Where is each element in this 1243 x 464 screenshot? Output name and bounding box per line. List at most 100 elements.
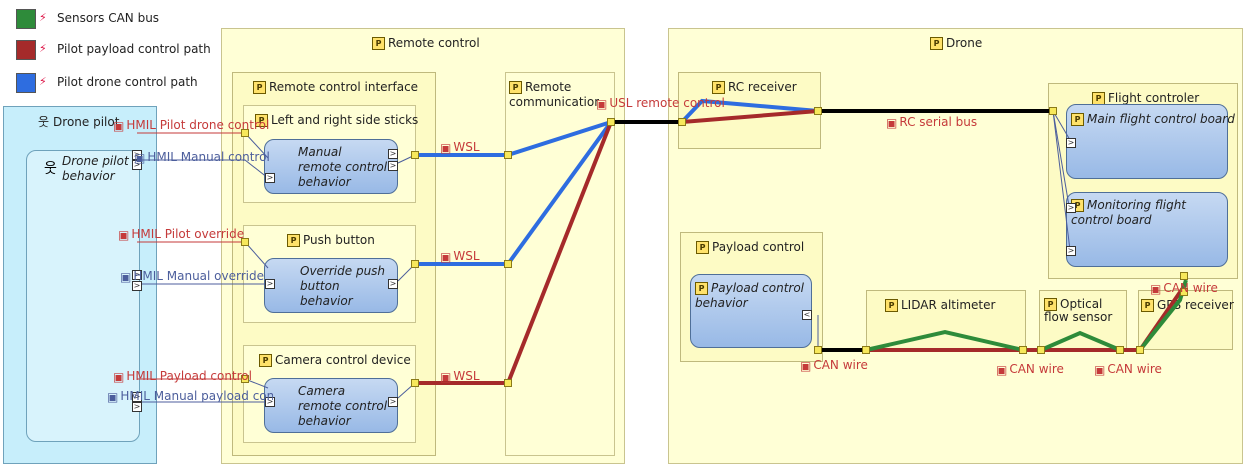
flight-monitor-link xyxy=(1052,110,1071,213)
port[interactable] xyxy=(1019,346,1027,354)
drone-pilot-behavior-label: Drone pilot behavior xyxy=(62,154,129,183)
legend-label-can: Sensors CAN bus xyxy=(57,11,160,25)
behavior-port[interactable]: > xyxy=(1066,246,1076,256)
behavior-port[interactable]: > xyxy=(265,279,275,289)
camera-behavior-label: Camera remote control behavior xyxy=(298,384,388,428)
label-payload-control: ▣HMIL Payload control xyxy=(113,369,252,384)
port[interactable] xyxy=(814,107,822,115)
physical-component-icon: P xyxy=(696,241,709,254)
port[interactable] xyxy=(411,260,419,268)
port[interactable] xyxy=(678,118,686,126)
physical-link-icon: ▣ xyxy=(440,140,452,155)
actor-port[interactable]: > xyxy=(132,402,142,412)
physical-link-icon: ▣ xyxy=(886,115,898,130)
actor-port[interactable]: > xyxy=(132,160,142,170)
behavior-port[interactable]: > xyxy=(1066,203,1076,213)
rc-payload-path xyxy=(681,109,819,124)
label-manual-control: ▣HMIL Manual control xyxy=(134,150,270,165)
physical-link-icon: ▣ xyxy=(800,358,812,373)
port[interactable] xyxy=(1180,272,1188,280)
physical-link-icon: ▣ xyxy=(996,362,1008,377)
port[interactable] xyxy=(411,379,419,387)
label-wsl-2: ▣WSL xyxy=(440,249,480,264)
physical-component-icon: P xyxy=(255,114,268,127)
label-can-2: ▣CAN wire xyxy=(996,362,1064,377)
port[interactable] xyxy=(814,346,822,354)
push-behavior-label: Override push button behavior xyxy=(300,264,386,308)
optical-node[interactable] xyxy=(1039,290,1127,350)
remote-links xyxy=(415,98,1188,385)
port[interactable] xyxy=(1136,346,1144,354)
actor-port[interactable]: > xyxy=(132,270,142,280)
port[interactable] xyxy=(411,151,419,159)
drone-pilot-behavior[interactable] xyxy=(26,150,140,442)
physical-component-icon: P xyxy=(1071,113,1084,126)
label-wsl-1: ▣WSL xyxy=(440,140,480,155)
label-pilot-drone: ▣HMIL Pilot drone control xyxy=(113,118,270,133)
monitor-board[interactable] xyxy=(1066,192,1228,267)
physical-component-icon: P xyxy=(885,299,898,312)
port[interactable] xyxy=(504,379,512,387)
behavior-port[interactable]: > xyxy=(388,161,398,171)
camera-behavior[interactable] xyxy=(264,378,398,433)
push-behavior[interactable] xyxy=(264,258,398,313)
label-manual-payload: ▣HMIL Manual payload control xyxy=(107,389,273,404)
exchange-icon: ▣ xyxy=(113,369,125,384)
sticks-behavior-label: Manual remote control behavior xyxy=(298,145,388,189)
hmi-manual-control-line xyxy=(137,159,269,179)
port[interactable] xyxy=(1116,346,1124,354)
physical-component-icon: P xyxy=(1141,299,1154,312)
actor-icon: 웃 xyxy=(38,115,50,129)
physical-link-icon: ▣ xyxy=(1150,281,1162,296)
label-pilot-override: ▣HMIL Pilot override xyxy=(118,227,245,242)
behavior-port[interactable]: > xyxy=(265,397,275,407)
physical-link-icon: ▣ xyxy=(596,96,608,111)
port[interactable] xyxy=(241,129,249,137)
legend-icon-drone: ⚡ xyxy=(39,75,47,88)
sticks-behavior[interactable] xyxy=(264,139,398,194)
port[interactable] xyxy=(504,151,512,159)
behavior-port[interactable]: > xyxy=(388,279,398,289)
port[interactable] xyxy=(1037,346,1045,354)
behavior-port[interactable]: > xyxy=(1066,138,1076,148)
behavior-port[interactable]: < xyxy=(802,310,812,320)
port[interactable] xyxy=(1180,288,1188,296)
actor-port[interactable]: > xyxy=(132,392,142,402)
label-manual-override: ▣HMIL Manual override xyxy=(120,269,264,284)
physical-component-icon: P xyxy=(253,81,266,94)
actor-port[interactable]: > xyxy=(132,150,142,160)
physical-component-icon: P xyxy=(695,282,708,295)
behavior-port[interactable]: > xyxy=(388,149,398,159)
port[interactable] xyxy=(241,375,249,383)
port[interactable] xyxy=(862,346,870,354)
behavior-port[interactable]: > xyxy=(388,397,398,407)
exchange-icon: ▣ xyxy=(120,269,132,284)
label-wsl-3: ▣WSL xyxy=(440,369,480,384)
behavior-port[interactable]: > xyxy=(265,173,275,183)
optical-can-path xyxy=(1040,330,1121,352)
actor-port[interactable]: > xyxy=(132,281,142,291)
port[interactable] xyxy=(241,238,249,246)
label-can-1: ▣CAN wire xyxy=(800,358,868,373)
legend-label-drone: Pilot drone control path xyxy=(57,75,198,89)
rc-drone-path xyxy=(680,98,819,124)
port[interactable] xyxy=(1049,107,1057,115)
port[interactable] xyxy=(504,260,512,268)
port[interactable] xyxy=(607,118,615,126)
physical-link-icon: ▣ xyxy=(440,369,452,384)
label-can-3: ▣CAN wire xyxy=(1094,362,1162,377)
legend-swatch-drone xyxy=(16,73,36,93)
exchange-icon: ▣ xyxy=(134,150,146,165)
